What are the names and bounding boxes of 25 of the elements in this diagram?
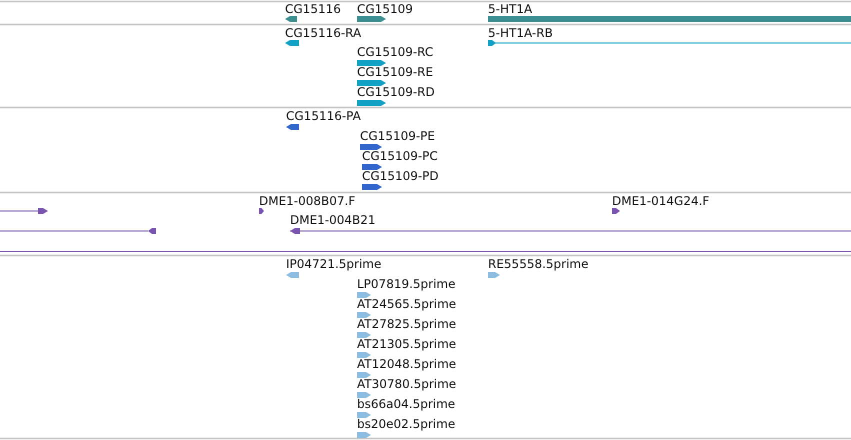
feature-label: bs66a04.5prime [357,397,456,411]
feature-label: AT21305.5prime [357,337,456,351]
feature-label: AT24565.5prime [357,297,456,311]
feature-label: CG15109 [357,2,413,16]
feature-label: AT30780.5prime [357,377,456,391]
feature-label: IP04721.5prime [286,257,382,271]
feature-label: AT12048.5prime [357,357,456,371]
feature-label: CG15116-PA [286,109,361,123]
feature-label: CG15109-RD [357,85,435,99]
feature-label: AT27825.5prime [357,317,456,331]
feature-label: DME1-004B21 [290,213,376,227]
feature-label: DME1-008B07.F [259,194,356,208]
feature-label: 5-HT1A-RB [488,26,553,40]
feature-label: CG15109-PC [362,149,438,163]
feature-label: LP07819.5prime [357,277,456,291]
feature-label: bs20e02.5prime [357,417,456,431]
feature-label: CG15109-RE [357,65,434,79]
feature-label: CG15116 [285,2,341,16]
feature-label: 5-HT1A [488,2,532,16]
feature-label: RE55558.5prime [488,257,588,271]
feature-label: CG15109-PE [360,129,435,143]
feature-label: CG15116-RA [285,26,362,40]
feature-label: DME1-014G24.F [612,194,710,208]
feature-label: CG15109-PD [362,169,439,183]
feature-label: CG15109-RC [357,45,434,59]
